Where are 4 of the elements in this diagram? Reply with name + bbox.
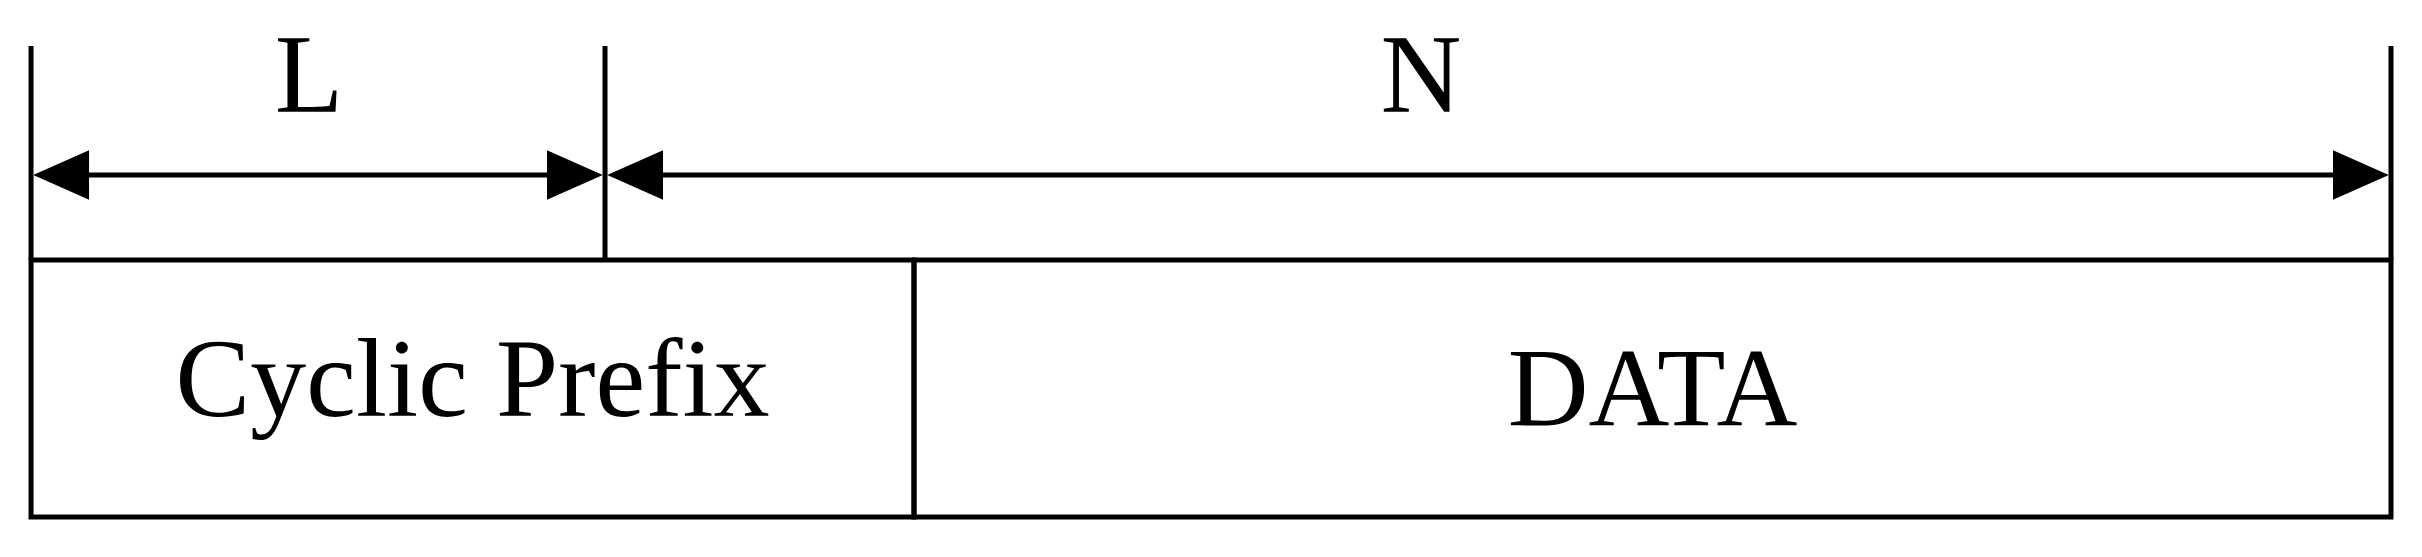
dimension-label: L bbox=[278, 38, 337, 112]
segment-box: Cyclic Prefix bbox=[28, 257, 917, 520]
dimension-label: N bbox=[1383, 38, 1459, 112]
segment-box: DATA bbox=[911, 257, 2394, 520]
